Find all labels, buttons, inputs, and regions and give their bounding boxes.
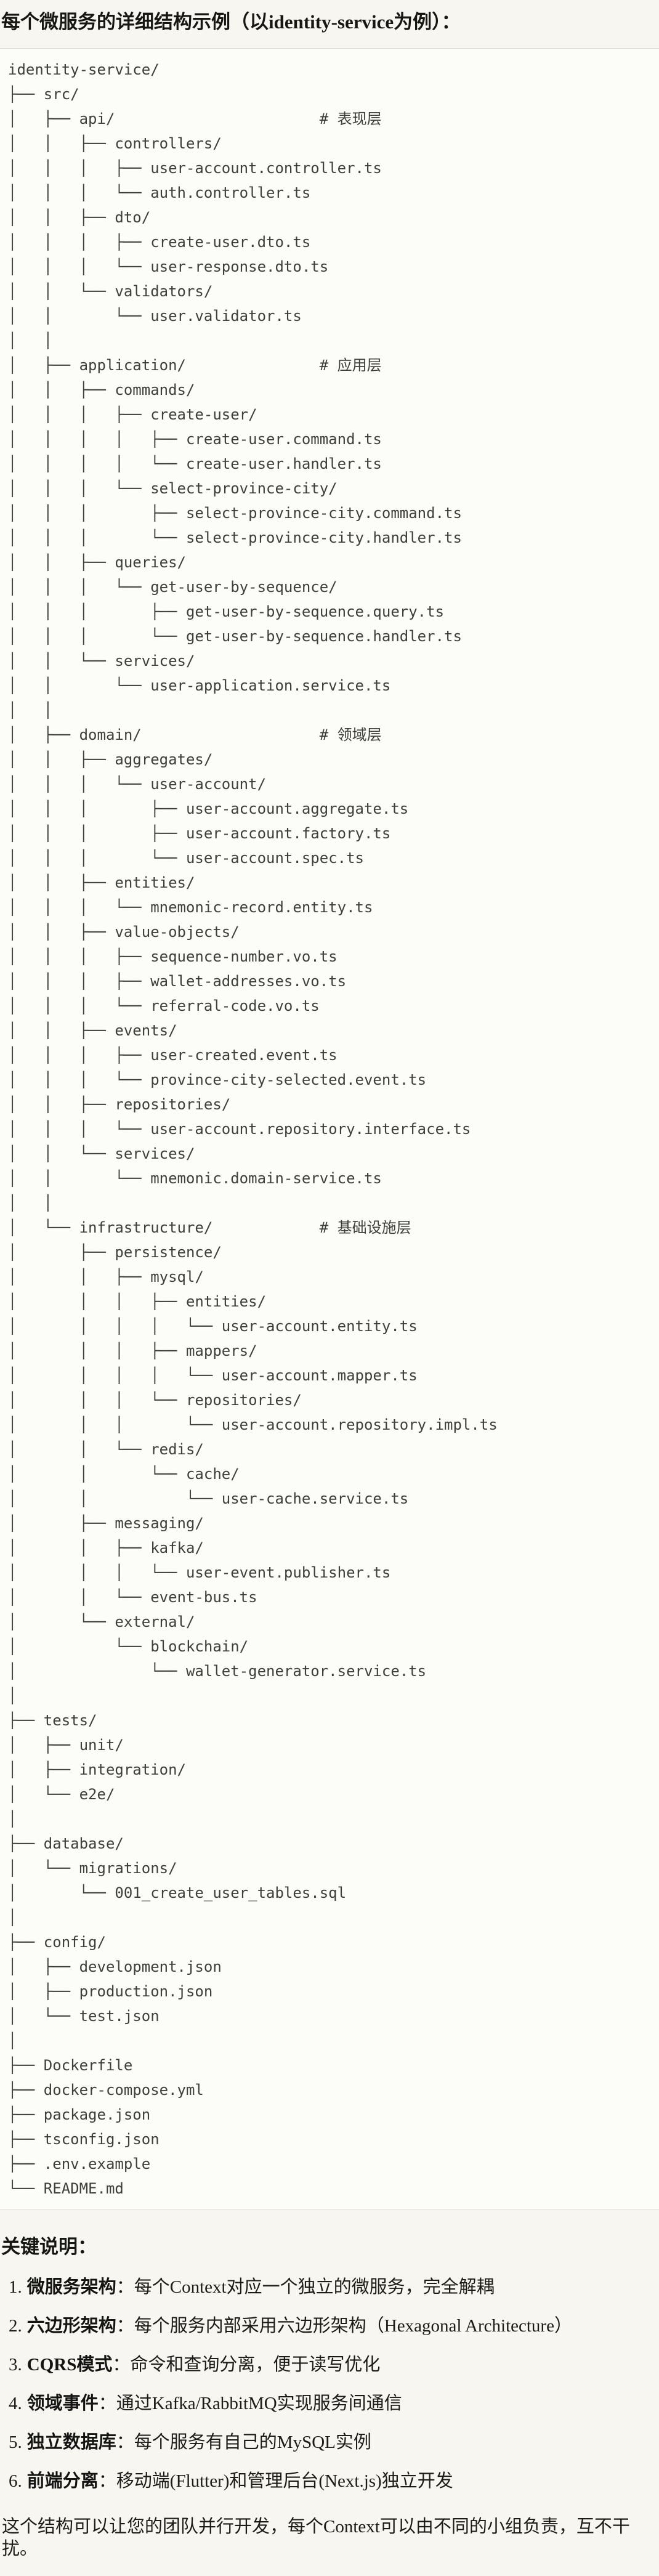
code-block: identity-service/ ├── src/ │ ├── api/ # … — [0, 48, 659, 2210]
note-separator: ： — [112, 2355, 131, 2375]
note-description: 通过Kafka/RabbitMQ实现服务间通信 — [116, 2394, 402, 2413]
note-description: 每个Context对应一个独立的微服务，完全解耦 — [134, 2277, 495, 2297]
note-description: 每个服务有自己的MySQL实例 — [134, 2432, 371, 2452]
note-term: CQRS模式 — [26, 2355, 113, 2375]
note-item: 3.CQRS模式：命令和查询分离，便于读写优化 — [9, 2354, 653, 2376]
note-item: 5.独立数据库：每个服务有自己的MySQL实例 — [9, 2431, 653, 2453]
note-item: 6.前端分离：移动端(Flutter)和管理后台(Next.js)独立开发 — [9, 2470, 653, 2492]
note-number: 4. — [9, 2394, 22, 2413]
note-term: 领域事件 — [26, 2394, 99, 2413]
notes-list: 1.微服务架构：每个Context对应一个独立的微服务，完全解耦 2.六边形架构… — [1, 2276, 653, 2492]
note-separator: ： — [98, 2394, 116, 2413]
note-description: 移动端(Flutter)和管理后台(Next.js)独立开发 — [116, 2471, 453, 2491]
note-separator: ： — [98, 2471, 116, 2491]
note-number: 6. — [9, 2471, 22, 2491]
note-number: 3. — [9, 2355, 22, 2375]
notes-heading: 关键说明： — [1, 2236, 97, 2258]
note-term: 独立数据库 — [26, 2432, 116, 2452]
note-item: 2.六边形架构：每个服务内部采用六边形架构（Hexagonal Architec… — [9, 2315, 653, 2337]
note-number: 2. — [9, 2316, 22, 2336]
note-separator: ： — [116, 2316, 134, 2336]
note-separator: ： — [116, 2432, 134, 2452]
note-separator: ： — [116, 2277, 134, 2297]
note-term: 前端分离 — [26, 2471, 99, 2491]
note-item: 1.微服务架构：每个Context对应一个独立的微服务，完全解耦 — [9, 2276, 653, 2298]
page-title: 每个微服务的详细结构示例（以identity-service为例）： — [1, 11, 461, 33]
note-term: 六边形架构 — [26, 2316, 116, 2336]
note-number: 5. — [9, 2432, 22, 2452]
directory-tree: identity-service/ ├── src/ │ ├── api/ # … — [8, 61, 498, 2197]
notes-section: 关键说明： 1.微服务架构：每个Context对应一个独立的微服务，完全解耦 2… — [0, 2210, 659, 2576]
note-description: 每个服务内部采用六边形架构（Hexagonal Architecture） — [134, 2316, 572, 2336]
note-item: 4.领域事件：通过Kafka/RabbitMQ实现服务间通信 — [9, 2392, 653, 2415]
note-term: 微服务架构 — [26, 2277, 116, 2297]
note-description: 命令和查询分离，便于读写优化 — [130, 2355, 381, 2375]
note-number: 1. — [9, 2277, 22, 2297]
closing-paragraph: 这个结构可以让您的团队并行开发，每个Context可以由不同的小组负责，互不干扰… — [2, 2517, 630, 2559]
